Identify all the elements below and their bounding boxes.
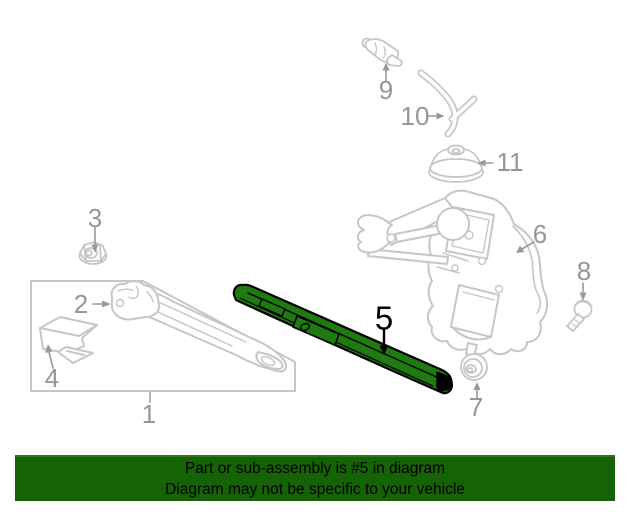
wiper-arm <box>110 280 288 373</box>
flange-nut <box>78 241 108 265</box>
arm-cover-cap <box>39 316 98 364</box>
callout-11: 11 <box>496 147 524 177</box>
pivot-grommet <box>428 144 484 183</box>
callout-arrows <box>45 62 587 399</box>
callout-10: 10 <box>400 101 430 131</box>
callout-7: 7 <box>468 392 484 422</box>
highlight-arrow <box>379 327 389 355</box>
callout-4: 4 <box>44 363 60 393</box>
mounting-screw <box>566 299 593 332</box>
info-banner: Part or sub-assembly is #5 in diagram Di… <box>15 455 615 501</box>
motor-grommet <box>460 353 488 381</box>
washer-nozzle <box>361 37 403 67</box>
banner-line-1: Part or sub-assembly is #5 in diagram <box>184 460 446 477</box>
callout-5-highlighted: 5 <box>374 299 394 337</box>
callout-9: 9 <box>378 75 394 105</box>
callout-6: 6 <box>532 219 548 249</box>
callout-8: 8 <box>576 256 592 286</box>
wiper-blade-highlighted <box>232 283 454 395</box>
banner-line-2: Diagram may not be specific to your vehi… <box>165 481 465 498</box>
callout-3: 3 <box>87 203 103 233</box>
callout-2: 2 <box>73 289 89 319</box>
part-boundary-box <box>30 280 296 403</box>
wiper-motor-assembly <box>356 189 549 357</box>
callout-1: 1 <box>141 399 157 429</box>
washer-hose <box>417 69 478 138</box>
